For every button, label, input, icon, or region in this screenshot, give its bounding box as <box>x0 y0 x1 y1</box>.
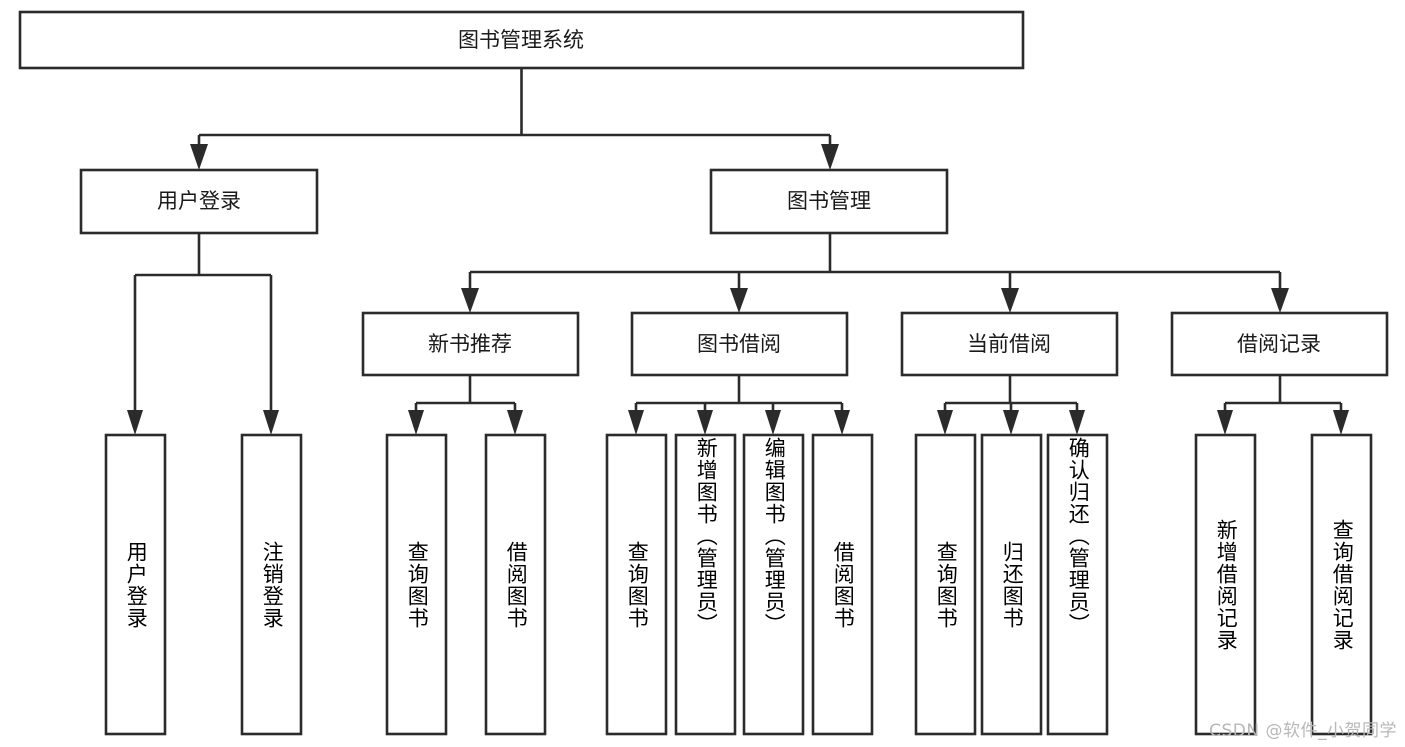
node-book-borrow[interactable] <box>630 311 849 377</box>
leaf-label-return-book: 归还图书 <box>1000 540 1025 629</box>
arrow-head-leaf-confirm-return <box>1069 410 1085 435</box>
leaf-label-user-login: 用户登录 <box>124 540 149 629</box>
node-borrow-record[interactable] <box>1170 311 1389 377</box>
arrow-head-leaf-edit-book <box>765 410 781 435</box>
leaf-label-confirm-return: 确认归还（管理员） <box>1066 437 1091 635</box>
label-current-borrow: 当前借阅 <box>967 332 1051 356</box>
label-book-borrow: 图书借阅 <box>697 332 781 356</box>
arrow-head-new-book-recommend <box>461 288 479 313</box>
connector-group-book-borrow <box>628 375 850 435</box>
label-user-login: 用户登录 <box>157 189 241 213</box>
leaf-label-confirm-return-wrap: 确认归还（管理员） <box>1048 437 1107 732</box>
leaf-label-logout: 注销登录 <box>260 540 285 629</box>
connector-group-current-borrow <box>937 375 1085 435</box>
node-leaf-edit-book[interactable] <box>742 433 805 736</box>
node-leaf-query-book-3[interactable] <box>914 433 977 736</box>
label-new-book-recommend: 新书推荐 <box>428 332 512 356</box>
leaf-label-query-book-2: 查询图书 <box>625 540 650 629</box>
arrow-head-leaf-borrow-book-2 <box>834 410 850 435</box>
leaf-label-query-book-3: 查询图书 <box>934 540 959 629</box>
node-current-borrow[interactable] <box>900 311 1119 377</box>
node-user-login[interactable] <box>79 168 319 235</box>
node-leaf-query-record[interactable] <box>1310 433 1373 736</box>
leaf-label-query-record-wrap: 查询借阅记录 <box>1312 435 1371 734</box>
leaf-label-logout-wrap: 注销登录 <box>242 435 301 734</box>
arrow-head-leaf-query-book-3 <box>937 410 953 435</box>
leaf-label-add-book: 新增图书（管理员） <box>694 437 719 635</box>
node-leaf-add-book[interactable] <box>674 433 737 736</box>
label-book-manage: 图书管理 <box>787 189 871 213</box>
node-leaf-user-login[interactable] <box>104 433 167 736</box>
node-leaf-query-book-2[interactable] <box>605 433 668 736</box>
arrow-head-book-borrow <box>730 288 748 313</box>
node-leaf-confirm-return[interactable] <box>1046 433 1109 736</box>
leaf-label-borrow-book-1-wrap: 借阅图书 <box>486 435 545 734</box>
arrow-head-user-login <box>190 144 208 170</box>
node-leaf-query-book-1[interactable] <box>385 433 448 736</box>
node-root[interactable] <box>18 10 1025 70</box>
leaf-label-query-record: 查询借阅记录 <box>1330 518 1355 651</box>
leaf-label-edit-book: 编辑图书（管理员） <box>762 437 787 635</box>
node-book-manage[interactable] <box>709 168 949 235</box>
leaf-label-query-book-1-wrap: 查询图书 <box>387 435 446 734</box>
leaf-label-query-book-1: 查询图书 <box>405 540 430 629</box>
node-leaf-borrow-book-1[interactable] <box>484 433 547 736</box>
arrow-head-leaf-logout <box>263 410 279 435</box>
node-leaf-logout[interactable] <box>240 433 303 736</box>
leaf-label-borrow-book-2: 借阅图书 <box>831 540 856 629</box>
connector-group-borrow-record <box>1217 375 1349 435</box>
node-new-book-recommend[interactable] <box>361 311 580 377</box>
arrow-head-leaf-return-book <box>1003 410 1019 435</box>
node-leaf-return-book[interactable] <box>980 433 1043 736</box>
leaf-label-query-book-3-wrap: 查询图书 <box>916 435 975 734</box>
arrow-head-book-manage <box>821 144 839 170</box>
leaf-label-add-record-wrap: 新增借阅记录 <box>1196 435 1255 734</box>
leaf-label-borrow-book-2-wrap: 借阅图书 <box>813 435 872 734</box>
node-leaf-add-record[interactable] <box>1194 433 1257 736</box>
arrow-head-leaf-query-book-1 <box>408 410 424 435</box>
leaf-label-edit-book-wrap: 编辑图书（管理员） <box>744 437 803 732</box>
label-borrow-record: 借阅记录 <box>1237 332 1321 356</box>
arrow-head-leaf-add-record <box>1217 410 1233 435</box>
arrow-head-leaf-add-book <box>697 410 713 435</box>
leaf-label-borrow-book-1: 借阅图书 <box>504 540 529 629</box>
connector-group-root <box>190 68 839 170</box>
leaf-label-add-book-wrap: 新增图书（管理员） <box>676 437 735 732</box>
connector-group-book-manage <box>461 233 1289 313</box>
arrow-head-leaf-query-book-2 <box>628 410 644 435</box>
arrow-head-leaf-query-record <box>1333 410 1349 435</box>
label-root: 图书管理系统 <box>458 28 584 52</box>
arrow-head-leaf-user-login <box>127 410 143 435</box>
connector-group-user-login <box>127 233 279 435</box>
arrow-head-leaf-borrow-book-1 <box>507 410 523 435</box>
leaf-label-user-login-wrap: 用户登录 <box>106 435 165 734</box>
node-leaf-borrow-book-2[interactable] <box>811 433 874 736</box>
leaf-label-return-book-wrap: 归还图书 <box>982 435 1041 734</box>
connector-group-new-book-recommend <box>408 375 523 435</box>
arrow-head-borrow-record <box>1271 288 1289 313</box>
leaf-label-query-book-2-wrap: 查询图书 <box>607 435 666 734</box>
arrow-head-current-borrow <box>1001 288 1019 313</box>
leaf-label-add-record: 新增借阅记录 <box>1214 518 1239 651</box>
